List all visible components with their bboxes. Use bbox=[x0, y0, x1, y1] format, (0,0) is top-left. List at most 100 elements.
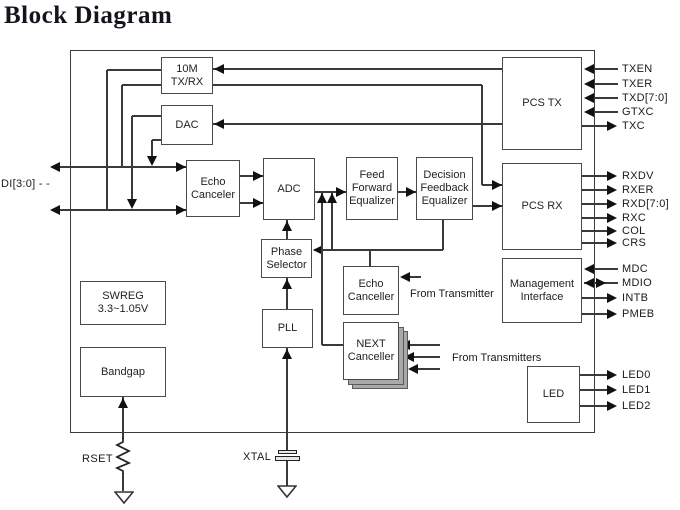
wire-segment bbox=[322, 344, 343, 346]
from-transmitter-label: From Transmitter bbox=[410, 288, 494, 300]
pin-line-rxdv bbox=[582, 175, 608, 177]
dac: DAC bbox=[161, 105, 213, 145]
phase-selector: Phase Selector bbox=[261, 239, 312, 278]
arrowhead-up-icon bbox=[317, 193, 327, 203]
wire-segment bbox=[473, 205, 502, 207]
wire-segment bbox=[331, 193, 333, 250]
mdi-line-b bbox=[58, 209, 188, 211]
pin-label-mdc: MDC bbox=[622, 263, 648, 275]
page-title: Block Diagram bbox=[4, 2, 173, 29]
arrowhead-down-icon bbox=[127, 199, 137, 209]
arrowhead-up-icon bbox=[118, 398, 128, 408]
ground-symbol bbox=[114, 491, 134, 504]
pin-label-crs: CRS bbox=[622, 237, 647, 249]
pin-line-rxer bbox=[582, 189, 608, 191]
pin-line-intb bbox=[582, 297, 608, 299]
wire-segment bbox=[121, 85, 123, 167]
adc: ADC bbox=[263, 158, 315, 220]
arrowhead-right-icon bbox=[607, 238, 617, 248]
pcs-tx: PCS TX bbox=[502, 57, 582, 150]
arrowhead-right-icon bbox=[406, 187, 416, 197]
pin-line-mdc bbox=[590, 268, 618, 270]
arrowhead-right-icon bbox=[607, 293, 617, 303]
wire-segment bbox=[286, 278, 288, 309]
arrowhead-right-icon bbox=[607, 385, 617, 395]
pin-line-rxc bbox=[582, 217, 608, 219]
chip-boundary bbox=[70, 50, 595, 433]
xtal-label: XTAL bbox=[243, 451, 272, 463]
swreg: SWREG 3.3~1.05V bbox=[80, 281, 166, 325]
arrowhead-left-icon bbox=[584, 93, 594, 103]
pin-label-rxer: RXER bbox=[622, 184, 654, 196]
pin-label-col: COL bbox=[622, 225, 646, 237]
pin-label-txd[7:0]: TXD[7:0] bbox=[622, 92, 668, 104]
wire-segment bbox=[131, 116, 133, 200]
pin-label-led1: LED1 bbox=[622, 384, 651, 396]
wire-segment bbox=[152, 139, 163, 141]
pin-label-rxdv: RXDV bbox=[622, 170, 654, 182]
arrowhead-right-icon bbox=[607, 213, 617, 223]
wire-segment bbox=[213, 68, 502, 70]
management-interface: Management Interface bbox=[502, 258, 582, 323]
pin-label-txen: TXEN bbox=[622, 63, 653, 75]
pin-line-gtxc bbox=[590, 111, 618, 113]
pin-label-rxc: RXC bbox=[622, 212, 647, 224]
wire-segment bbox=[314, 249, 443, 251]
next-canceller: NEXT Canceller bbox=[343, 322, 399, 380]
pin-label-led2: LED2 bbox=[622, 400, 651, 412]
wire-segment bbox=[240, 175, 263, 177]
pin-line-rxd[7:0] bbox=[582, 203, 608, 205]
pin-line-txer bbox=[590, 83, 618, 85]
wire-segment bbox=[369, 250, 371, 266]
wire-segment bbox=[286, 348, 288, 451]
10m-txrx: 10M TX/RX bbox=[161, 57, 213, 94]
arrowhead-left-icon bbox=[50, 162, 60, 172]
arrowhead-left-icon bbox=[408, 364, 418, 374]
arrowhead-right-icon bbox=[607, 199, 617, 209]
arrowhead-left-icon bbox=[50, 205, 60, 215]
decision-feedback-equalizer: Decision Feedback Equalizer bbox=[416, 157, 473, 220]
arrowhead-up-icon bbox=[282, 349, 292, 359]
wire-segment bbox=[403, 276, 421, 278]
wire-segment bbox=[122, 397, 124, 439]
pin-label-gtxc: GTXC bbox=[622, 106, 654, 118]
pin-line-led0 bbox=[580, 374, 608, 376]
arrowhead-left-icon bbox=[214, 119, 224, 129]
arrowhead-left-icon bbox=[404, 352, 414, 362]
wire-segment bbox=[403, 344, 440, 346]
wire-segment bbox=[407, 356, 440, 358]
wire-segment bbox=[286, 461, 288, 486]
arrowhead-right-icon bbox=[607, 121, 617, 131]
pin-line-pmeb bbox=[582, 313, 608, 315]
pin-line-crs bbox=[582, 242, 608, 244]
echo-canceler: Echo Canceler bbox=[186, 160, 240, 217]
resistor-rset-symbol bbox=[115, 438, 131, 474]
arrowhead-left-icon bbox=[400, 272, 410, 282]
arrowhead-right-icon bbox=[607, 309, 617, 319]
pin-label-txc: TXC bbox=[622, 120, 645, 132]
wire-segment bbox=[240, 202, 263, 204]
pin-line-txen bbox=[590, 68, 618, 70]
wire-segment bbox=[122, 84, 161, 86]
bandgap: Bandgap bbox=[80, 347, 166, 397]
arrowhead-left-icon bbox=[584, 79, 594, 89]
mdi-line-a bbox=[58, 166, 188, 168]
pcs-rx: PCS RX bbox=[502, 163, 582, 250]
wire-segment bbox=[315, 191, 346, 193]
arrowhead-right-icon bbox=[607, 226, 617, 236]
pll: PLL bbox=[262, 309, 313, 348]
from-transmitters-label: From Transmitters bbox=[452, 352, 542, 364]
arrowhead-right-icon bbox=[336, 187, 346, 197]
arrowhead-left-icon bbox=[584, 107, 594, 117]
wire-segment bbox=[213, 123, 502, 125]
pin-line-led1 bbox=[580, 389, 608, 391]
rset-label: RSET bbox=[82, 453, 113, 465]
led: LED bbox=[527, 366, 580, 423]
wire-segment bbox=[442, 220, 444, 250]
pin-line-txd[7:0] bbox=[590, 97, 618, 99]
wire-segment bbox=[151, 140, 153, 158]
pin-label-led0: LED0 bbox=[622, 369, 651, 381]
pin-label-mdi: DI[3:0] - - bbox=[1, 178, 51, 190]
wire-segment bbox=[107, 69, 161, 71]
